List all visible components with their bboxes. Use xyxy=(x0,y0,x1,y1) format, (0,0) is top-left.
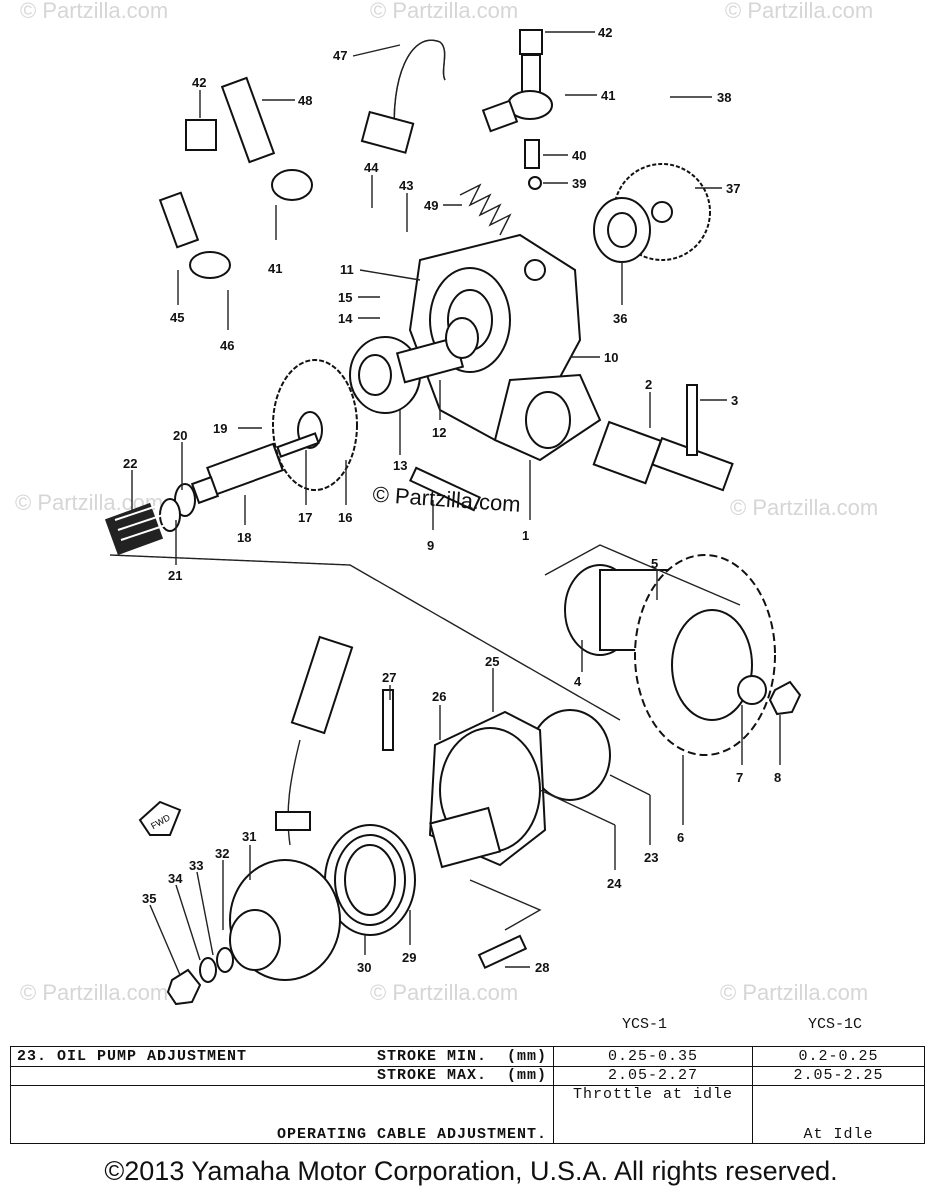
callout-label: 34 xyxy=(168,871,183,886)
callout-label: 41 xyxy=(268,261,282,276)
callout-label: 14 xyxy=(338,311,353,326)
unit-label: (mm) xyxy=(506,1047,547,1065)
callout-label: 45 xyxy=(170,310,184,325)
spec-value-cell: At Idle xyxy=(752,1085,925,1144)
watermark: © Partzilla.com xyxy=(730,495,878,520)
fitting-45 xyxy=(158,76,415,279)
spec-value-cell: 0.25-0.35 xyxy=(553,1046,753,1067)
watermark: © Partzilla.com xyxy=(720,980,868,1005)
spec-label-cell: OPERATING CABLE ADJUSTMENT. xyxy=(10,1085,554,1144)
watermark: © Partzilla.com xyxy=(20,0,168,23)
spec-label-cell: STROKE MAX. (mm) xyxy=(10,1065,554,1087)
callout-label: 40 xyxy=(572,148,586,163)
callout-label: 42 xyxy=(598,25,612,40)
callout-label: 5 xyxy=(651,556,658,571)
exploded-parts-diagram: © Partzilla.com © Partzilla.com © Partzi… xyxy=(15,0,878,1006)
callout-label: 46 xyxy=(220,338,234,353)
plunger-assembly xyxy=(349,317,479,414)
worm-shaft xyxy=(592,384,734,492)
callout-label: 15 xyxy=(338,290,352,305)
callout-label: 42 xyxy=(192,75,206,90)
table-row: OPERATING CABLE ADJUSTMENT. Throttle at … xyxy=(10,1085,925,1144)
callout-label: 32 xyxy=(215,846,229,861)
item-label: 23. OIL PUMP ADJUSTMENT xyxy=(17,1047,248,1065)
spec-label-cell: 23. OIL PUMP ADJUSTMENT STROKE MIN. (mm) xyxy=(10,1046,554,1067)
watermark: © Partzilla.com xyxy=(370,0,518,23)
throttle-pulley xyxy=(166,635,528,1006)
shaft-18 xyxy=(190,432,320,505)
model-col1-header: YCS-1 xyxy=(622,1016,668,1033)
callout-label: 6 xyxy=(677,830,684,845)
callout-label: 1 xyxy=(522,528,529,543)
callout-label: 41 xyxy=(601,88,615,103)
gear-16 xyxy=(272,359,358,491)
table-row: STROKE MAX. (mm) 2.05-2.27 2.05-2.25 xyxy=(10,1065,925,1087)
callout-label: 25 xyxy=(485,654,499,669)
callout-label: 31 xyxy=(242,829,256,844)
callout-label: 19 xyxy=(213,421,227,436)
copyright-text: ©2013 Yamaha Motor Corporation, U.S.A. A… xyxy=(104,1156,838,1186)
unit-label: (mm) xyxy=(506,1067,547,1085)
callout-label: 16 xyxy=(338,510,352,525)
callout-label: 18 xyxy=(237,530,251,545)
callout-label: 13 xyxy=(393,458,407,473)
bearing xyxy=(593,197,651,263)
callout-label: 12 xyxy=(432,425,446,440)
callout-label: 36 xyxy=(613,311,627,326)
callout-label: 3 xyxy=(731,393,738,408)
watermark: © Partzilla.com xyxy=(370,980,518,1005)
center-watermark: © Partzilla.com xyxy=(372,482,522,517)
callout-label: 33 xyxy=(189,858,203,873)
callout-label: 29 xyxy=(402,950,416,965)
callout-label: 9 xyxy=(427,538,434,553)
spec-value-cell: 2.05-2.25 xyxy=(752,1065,925,1087)
callout-label: 21 xyxy=(168,568,182,583)
banjo-fitting xyxy=(481,29,553,190)
model-col2-header: YCS-1C xyxy=(808,1016,863,1033)
callout-label: 10 xyxy=(604,350,618,365)
table-row: 23. OIL PUMP ADJUSTMENT STROKE MIN. (mm)… xyxy=(10,1046,925,1067)
spring-30 xyxy=(324,824,416,936)
fwd-arrow-icon: FWD xyxy=(138,800,182,836)
callout-label: 37 xyxy=(726,181,740,196)
callout-label: 20 xyxy=(173,428,187,443)
callout-label: 27 xyxy=(382,670,396,685)
callout-label: 38 xyxy=(717,90,731,105)
callout-label: 49 xyxy=(424,198,438,213)
callout-label: 44 xyxy=(364,160,379,175)
callout-label: 30 xyxy=(357,960,371,975)
param-label: STROKE MAX. xyxy=(376,1067,487,1085)
callout-label: 43 xyxy=(399,178,413,193)
callout-label: 23 xyxy=(644,850,658,865)
watermark: © Partzilla.com xyxy=(20,980,168,1005)
spring-22 xyxy=(104,502,167,556)
pulley-assembly xyxy=(382,689,611,869)
oil-pump-body xyxy=(408,233,602,462)
callout-label: 8 xyxy=(774,770,781,785)
callout-label: 17 xyxy=(298,510,312,525)
spec-value-cell: Throttle at idle xyxy=(553,1085,753,1144)
callouts: 42 47 41 38 48 42 40 39 37 44 43 49 41 1… xyxy=(123,25,781,976)
callout-label: 2 xyxy=(645,377,652,392)
callout-label: 22 xyxy=(123,456,137,471)
spec-value-cell: 2.05-2.27 xyxy=(553,1065,753,1087)
param-label: OPERATING CABLE ADJUSTMENT. xyxy=(276,1126,547,1143)
callout-label: 39 xyxy=(572,176,586,191)
callout-label: 48 xyxy=(298,93,312,108)
param-label: STROKE MIN. xyxy=(376,1047,487,1065)
callout-label: 35 xyxy=(142,891,156,906)
callout-label: 28 xyxy=(535,960,549,975)
callout-label: 7 xyxy=(736,770,743,785)
callout-label: 4 xyxy=(574,674,582,689)
callout-label: 11 xyxy=(340,262,354,277)
callout-label: 47 xyxy=(333,48,347,63)
callout-label: 26 xyxy=(432,689,446,704)
callout-label: 24 xyxy=(607,876,622,891)
watermark: © Partzilla.com xyxy=(725,0,873,23)
adjustment-spec-table: 23. OIL PUMP ADJUSTMENT STROKE MIN. (mm)… xyxy=(10,1046,925,1144)
spec-value-cell: 0.2-0.25 xyxy=(752,1046,925,1067)
